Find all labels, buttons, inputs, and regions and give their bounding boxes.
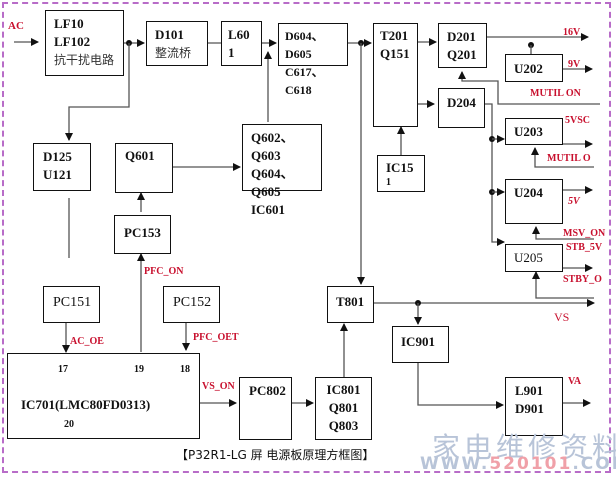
block-t201-line1: T201 bbox=[380, 28, 409, 43]
wire-to-d125 bbox=[65, 43, 130, 141]
block-ic901: IC901 bbox=[392, 326, 449, 363]
block-d204: D204 bbox=[438, 88, 485, 128]
block-ic801-line2: Q801 bbox=[328, 400, 359, 415]
signal-9v: 9V bbox=[568, 59, 581, 70]
signal-pfc-on: PFC_ON bbox=[144, 266, 184, 277]
watermark-url-mid: 520101 bbox=[489, 454, 573, 474]
block-u204-line1: U204 bbox=[514, 185, 543, 200]
pin-20: 20 bbox=[64, 419, 74, 430]
block-pc153-line1: PC153 bbox=[124, 225, 161, 240]
block-pc802: PC802 bbox=[239, 377, 292, 440]
wire-mutil-on bbox=[458, 71, 600, 105]
block-q602-line1: Q602、Q603 bbox=[251, 130, 294, 163]
block-lf10: LF10 LF102 抗干扰电路 bbox=[45, 10, 124, 76]
block-q602-line2: Q604、Q605 bbox=[251, 166, 294, 199]
signal-mutil-on: MUTIL ON bbox=[530, 88, 581, 99]
watermark-url: WWW.520101.COM bbox=[420, 454, 616, 474]
block-l601-line1: L60 bbox=[228, 27, 250, 42]
block-d204-line1: D204 bbox=[447, 95, 476, 110]
block-t801: T801 bbox=[327, 286, 374, 323]
block-pc153: PC153 bbox=[114, 215, 171, 254]
signal-msv-on: MSV_ON bbox=[563, 228, 606, 239]
block-d604: D604、D605 C617、C618 bbox=[278, 23, 348, 97]
block-lf10-line3: 抗干扰电路 bbox=[54, 53, 115, 67]
dashed-frame bbox=[2, 2, 611, 473]
wire-d204-bus bbox=[485, 103, 505, 246]
block-lf10-line2: LF102 bbox=[54, 34, 91, 49]
block-q602: Q602、Q603 Q604、Q605 IC601 bbox=[242, 124, 322, 217]
block-pc151-line1: PC151 bbox=[53, 295, 92, 310]
block-d201: D201 Q201 bbox=[438, 23, 487, 68]
block-d125-line1: D125 bbox=[43, 149, 72, 164]
signal-16v: 16V bbox=[563, 27, 581, 38]
block-ic801-line3: Q803 bbox=[328, 418, 359, 433]
block-d604-line2: C617、C618 bbox=[285, 65, 324, 97]
block-d101: D101 整流桥 bbox=[146, 21, 208, 66]
block-l601-line2: 1 bbox=[228, 45, 235, 60]
block-q601-line1: Q601 bbox=[125, 148, 155, 163]
block-l901-line1: L901 bbox=[515, 383, 544, 398]
signal-mutil-o: MUTIL O bbox=[547, 153, 591, 164]
signal-5v: 5V bbox=[568, 196, 580, 207]
block-l901: L901 D901 bbox=[505, 377, 563, 436]
block-d125: D125 U121 bbox=[33, 143, 91, 191]
block-ic901-line1: IC901 bbox=[401, 334, 435, 349]
block-ic801-line1: IC801 bbox=[326, 382, 361, 397]
block-ic151: IC15 1 bbox=[377, 155, 425, 192]
block-ic701-line1: IC701(LMC80FD0313) bbox=[21, 397, 151, 412]
block-u202: U202 bbox=[505, 54, 563, 82]
wire-mutil-o bbox=[531, 147, 594, 168]
signal-5vsc: 5VSC bbox=[565, 115, 591, 126]
signal-va: VA bbox=[568, 376, 582, 387]
block-d201-line2: Q201 bbox=[447, 47, 477, 62]
watermark-cn: 家电维修资料网 bbox=[432, 431, 616, 464]
watermark-url-prefix: WWW. bbox=[420, 454, 490, 474]
block-d125-line2: U121 bbox=[43, 167, 72, 182]
signal-ac-oe: AC_OE bbox=[70, 336, 104, 347]
watermark-url-suffix: .COM bbox=[572, 454, 616, 474]
block-l901-line2: D901 bbox=[515, 401, 544, 416]
block-u202-line1: U202 bbox=[514, 61, 543, 76]
block-u205: U205 bbox=[505, 244, 563, 272]
block-q601: Q601 bbox=[115, 143, 173, 193]
signal-stb-5v: STB_5V bbox=[566, 242, 603, 253]
block-t201-line2: Q151 bbox=[380, 46, 410, 61]
pin-19: 19 bbox=[134, 364, 144, 375]
block-ic151-line2: 1 bbox=[386, 177, 391, 188]
signal-vs-on: VS_ON bbox=[202, 381, 235, 392]
block-ic151-line1: IC15 bbox=[386, 160, 414, 175]
block-d101-line2: 整流桥 bbox=[155, 46, 192, 60]
block-d201-line1: D201 bbox=[447, 29, 476, 44]
signal-pfc-oet: PFC_OET bbox=[193, 332, 239, 343]
pin-18: 18 bbox=[180, 364, 190, 375]
signal-vs: VS bbox=[554, 310, 570, 324]
block-ic701: 17 19 18 IC701(LMC80FD0313) 20 bbox=[7, 353, 200, 439]
block-q602-line3: IC601 bbox=[251, 202, 285, 217]
block-u204: U204 bbox=[505, 179, 563, 224]
wire-msv-on bbox=[532, 226, 594, 240]
signal-stby-o: STBY_O bbox=[563, 274, 602, 285]
signal-ac: AC bbox=[8, 20, 24, 32]
block-t201: T201 Q151 bbox=[373, 23, 418, 127]
pin-17: 17 bbox=[58, 364, 68, 375]
block-u205-line1: U205 bbox=[514, 250, 543, 265]
block-u203-line1: U203 bbox=[514, 124, 543, 139]
block-ic801: IC801 Q801 Q803 bbox=[315, 377, 372, 440]
block-lf10-line1: LF10 bbox=[54, 16, 84, 31]
diagram-title: 【P32R1-LG 屏 电源板原理方框图】 bbox=[176, 448, 375, 462]
block-pc152-line1: PC152 bbox=[173, 295, 212, 310]
block-pc151: PC151 bbox=[43, 286, 100, 323]
wire-ic901-l901 bbox=[417, 362, 504, 409]
wire-stby-o bbox=[532, 271, 594, 299]
block-u203: U203 bbox=[505, 118, 563, 145]
block-d604-line1: D604、D605 bbox=[285, 29, 324, 61]
block-pc152: PC152 bbox=[163, 286, 220, 323]
block-l601: L60 1 bbox=[221, 21, 262, 66]
block-pc802-line1: PC802 bbox=[249, 383, 286, 398]
block-t801-line1: T801 bbox=[336, 294, 365, 309]
block-d101-line1: D101 bbox=[155, 27, 184, 42]
